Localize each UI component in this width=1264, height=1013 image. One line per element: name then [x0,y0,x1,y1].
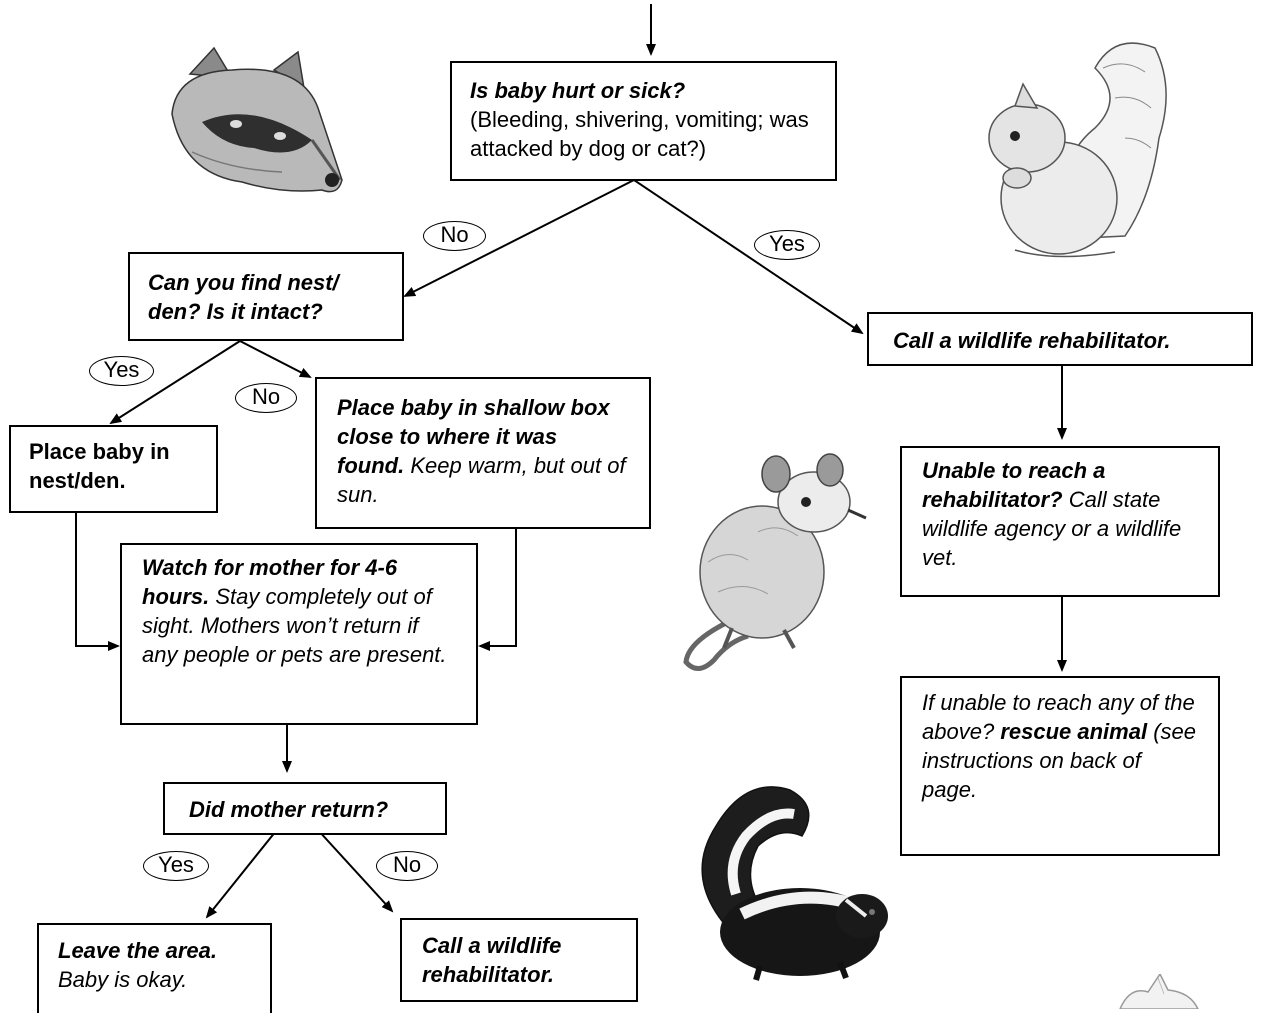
node-leave-title: Leave the area. [58,938,217,963]
node-hurt-title: Is baby hurt or sick? [470,78,686,103]
skunk-illustration [701,786,888,981]
node-watch-title: Watch for mother for 4-6 hours. [142,555,398,609]
node-mother-return: Did mother return? [163,782,447,835]
node-place-nest-title: Place baby in nest/den. [29,439,170,493]
node-call-right: Call a wildlife rehabilitator. [867,312,1253,366]
arrow-hurt-to-call-right [633,179,864,335]
node-watch-detail: Stay completely out of sight. Mothers wo… [142,584,447,667]
arrow-nest-to-shallow-box [239,340,312,378]
opossum-illustration [683,453,867,671]
node-unable-title: Unable to reach a rehabilitator? [922,458,1106,512]
node-leave-detail: Baby is okay. [58,967,188,992]
node-leave-area: Leave the area. Baby is okay. [37,923,272,1013]
label-no-nest: No [235,383,297,413]
label-no-hurt: No [423,221,486,251]
raccoon-illustration [171,46,343,193]
node-find-nest: Can you find nest/ den? Is it intact? [128,252,404,341]
node-rescue-pre: If unable to reach any of the above? [922,690,1195,744]
label-yes-nest: Yes [89,356,154,386]
node-nest-title: Can you find nest/ den? Is it intact? [148,270,339,324]
node-shallow-box-detail: Keep warm, but out of sun. [337,453,626,507]
label-yes-hurt: Yes [754,230,820,260]
node-mother-title: Did mother return? [189,797,389,822]
node-shallow-box-title: Place baby in shallow box close to where… [337,395,610,478]
node-call-left: Call a wildlife rehabilitator. [400,918,638,1002]
node-hurt-or-sick: Is baby hurt or sick? (Bleeding, shiveri… [450,61,837,181]
arrow-place-nest-to-watch [75,513,120,651]
label-yes-mother: Yes [143,851,209,881]
node-unable-detail: Call state wildlife agency or a wildlife… [922,487,1182,570]
node-rescue-animal: If unable to reach any of the above? res… [900,676,1220,856]
arrow-shallow-box-to-watch [478,529,517,651]
squirrel-illustration [988,42,1167,258]
node-rescue-title: rescue animal [1000,719,1148,744]
label-no-mother: No [376,851,438,881]
arrow-hurt-to-nest [403,179,635,297]
node-hurt-detail: (Bleeding, shivering, vomiting; was atta… [470,107,809,161]
arrow-nest-to-place-nest [109,340,241,425]
node-shallow-box: Place baby in shallow box close to where… [315,377,651,529]
node-rescue-post: (see instructions on back of page. [922,719,1196,802]
node-unable-reach: Unable to reach a rehabilitator? Call st… [900,446,1220,597]
node-watch-mother: Watch for mother for 4-6 hours. Stay com… [120,543,478,725]
node-call-right-title: Call a wildlife rehabilitator. [893,328,1171,353]
node-call-left-title: Call a wildlife rehabilitator. [422,933,562,987]
rabbit-illustration [1119,974,1199,1009]
node-place-in-nest: Place baby in nest/den. [9,425,218,513]
